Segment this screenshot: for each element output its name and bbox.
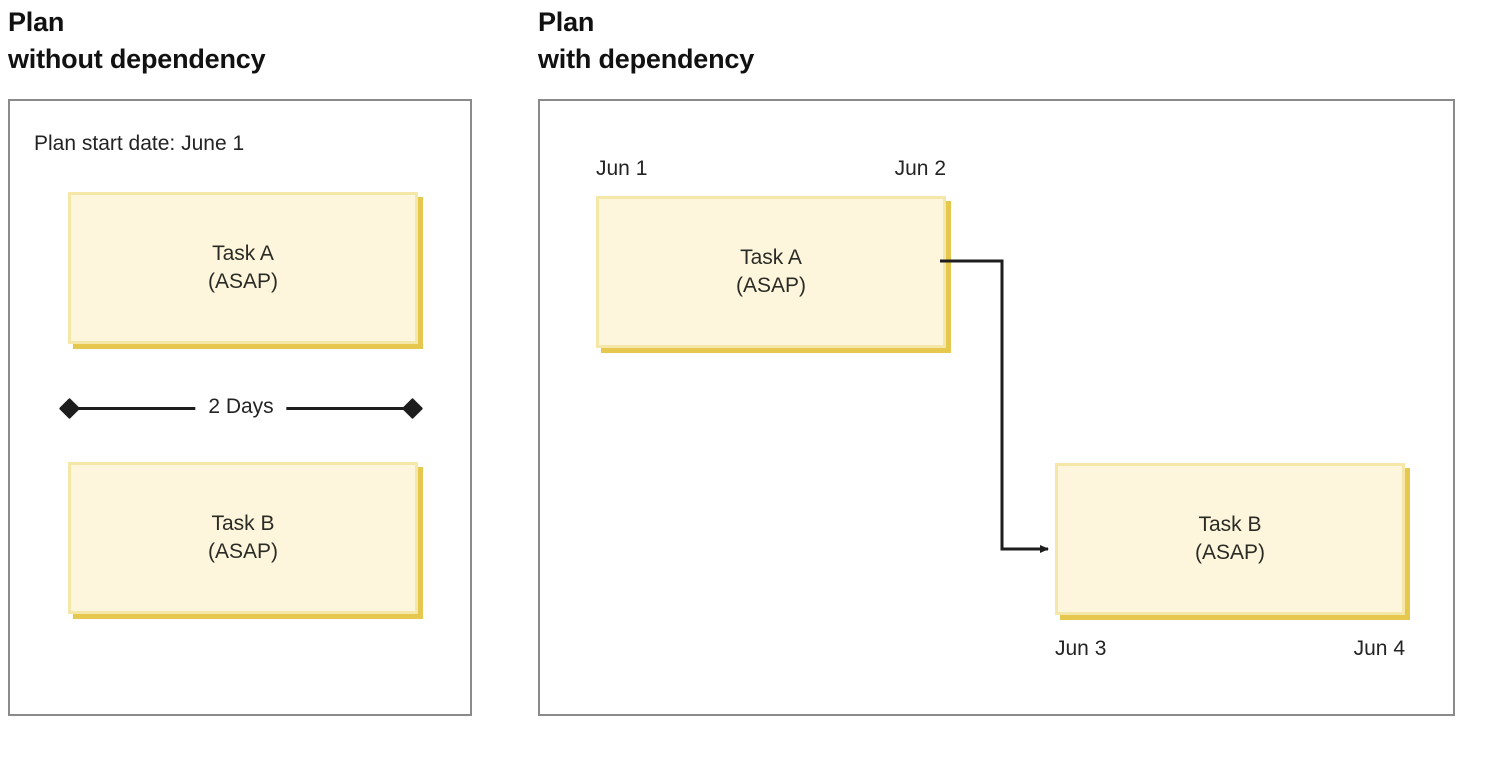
task-box-a-without-dependency[interactable]: Task A (ASAP)	[68, 192, 418, 344]
panel-heading-with-dependency: Plan with dependency	[538, 4, 754, 78]
task-a-end-date-label: Jun 2	[894, 157, 946, 180]
task-name: Task A	[212, 242, 274, 265]
panel-heading-line-2: with dependency	[538, 44, 755, 74]
panel-heading-line-2: without dependency	[8, 44, 266, 74]
task-constraint: (ASAP)	[207, 270, 278, 293]
measure-diamond-end-icon	[401, 397, 424, 420]
panel-heading-line-1: Plan	[538, 7, 595, 37]
task-constraint: (ASAP)	[735, 274, 806, 297]
task-name: Task A	[740, 246, 802, 269]
task-box-b-label: Task B (ASAP)	[71, 510, 415, 566]
task-box-b-with-dependency[interactable]: Task B (ASAP)	[1055, 463, 1405, 615]
task-a-start-date-label: Jun 1	[596, 157, 648, 180]
task-name: Task B	[1198, 513, 1262, 536]
task-b-end-date-label: Jun 4	[1353, 637, 1405, 660]
panel-heading-without-dependency: Plan without dependency	[8, 4, 266, 78]
duration-label: 2 Days	[195, 393, 287, 420]
panel-heading-line-1: Plan	[8, 7, 65, 37]
dependency-arrow-icon	[940, 259, 1049, 553]
task-box-a-label: Task A (ASAP)	[71, 240, 415, 296]
task-constraint: (ASAP)	[207, 540, 278, 563]
task-b-start-date-label: Jun 3	[1055, 637, 1107, 660]
task-box-a-with-dependency[interactable]: Task A (ASAP)	[596, 196, 946, 348]
task-box-b-without-dependency[interactable]: Task B (ASAP)	[68, 462, 418, 614]
task-name: Task B	[211, 512, 275, 535]
measure-diamond-start-icon	[58, 397, 81, 420]
task-constraint: (ASAP)	[1194, 541, 1265, 564]
task-box-b-label: Task B (ASAP)	[1058, 511, 1402, 567]
duration-measure-2-days: 2 Days	[58, 393, 424, 424]
plan-start-date-label: Plan start date: June 1	[34, 132, 245, 155]
task-box-a-label: Task A (ASAP)	[599, 244, 943, 300]
